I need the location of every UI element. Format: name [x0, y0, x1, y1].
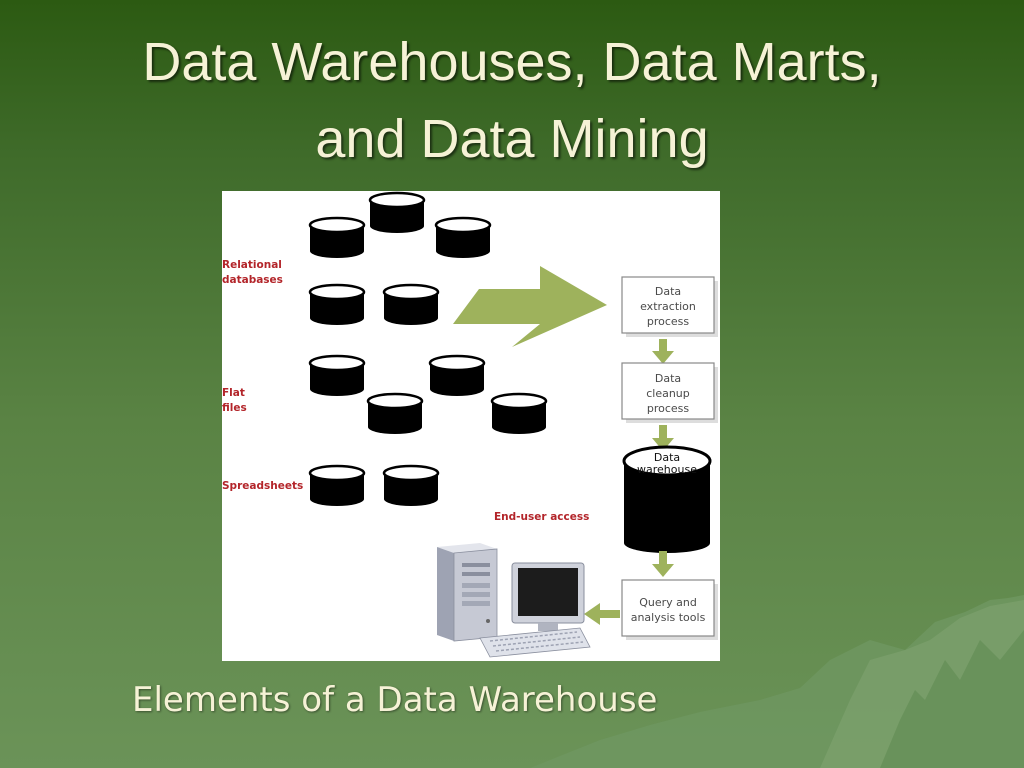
- database-cylinder: [308, 464, 366, 506]
- down-arrow: [652, 339, 674, 364]
- extraction-line-3: process: [647, 315, 690, 328]
- database-cylinder: [382, 283, 440, 325]
- label-flat: Flat: [222, 387, 245, 399]
- database-cylinder: [382, 464, 440, 506]
- label-relational: Relational: [222, 259, 282, 271]
- title-line-2: and Data Mining: [315, 108, 709, 169]
- cleanup-line-2: cleanup: [646, 387, 690, 400]
- down-arrow: [652, 551, 674, 577]
- computer-illustration: [437, 543, 591, 658]
- data-warehouse-diagram: Relational databases Flat files Spreadsh…: [222, 191, 720, 661]
- database-cylinder: [366, 392, 424, 434]
- extraction-process-box: Data extraction process: [621, 276, 718, 337]
- query-line-1: Query and: [639, 596, 697, 609]
- database-cylinder: [434, 216, 492, 258]
- database-cylinder: [490, 392, 548, 434]
- cleanup-process-box: Data cleanup process: [621, 362, 718, 423]
- cleanup-line-1: Data: [655, 372, 681, 385]
- title-line-1: Data Warehouses, Data Marts,: [142, 32, 882, 92]
- slide-caption: Elements of a Data Warehouse: [132, 680, 658, 720]
- data-warehouse-cylinder: Data warehouse: [622, 445, 712, 553]
- database-cylinder: [308, 354, 366, 396]
- input-arrow: [453, 266, 607, 347]
- down-arrow: [652, 425, 674, 451]
- slide-title: Data Warehouses, Data Marts, and Data Mi…: [0, 24, 1024, 177]
- database-cylinder: [308, 216, 366, 258]
- database-cylinder: [308, 283, 366, 325]
- cleanup-line-3: process: [647, 402, 690, 415]
- extraction-line-2: extraction: [640, 300, 696, 313]
- label-spreadsheets: Spreadsheets: [222, 480, 303, 492]
- left-arrow: [584, 603, 620, 625]
- query-line-2: analysis tools: [631, 611, 706, 624]
- label-files: files: [222, 402, 247, 414]
- query-analysis-box: Query and analysis tools: [621, 579, 718, 640]
- label-databases: databases: [222, 274, 283, 286]
- label-end-user-access: End-user access: [494, 511, 589, 523]
- warehouse-line-2: warehouse: [637, 463, 697, 476]
- extraction-line-1: Data: [655, 285, 681, 298]
- database-cylinder: [428, 354, 486, 396]
- warehouse-line-1: Data: [654, 451, 680, 464]
- database-cylinder: [368, 191, 426, 233]
